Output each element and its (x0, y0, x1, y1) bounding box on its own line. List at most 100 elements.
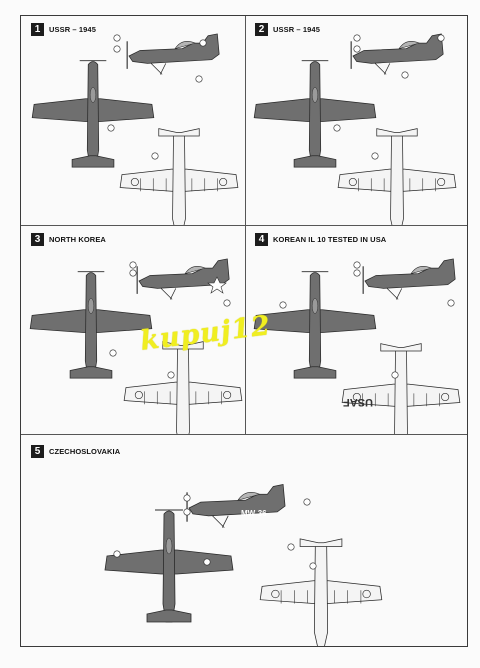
canopy-side (174, 41, 197, 50)
canopy-side (410, 266, 433, 275)
callout-marker (287, 543, 295, 551)
aircraft-side-view (126, 33, 220, 75)
canopy-side (237, 492, 261, 501)
panel-5-title: CZECHOSLOVAKIA (49, 447, 121, 456)
callout-marker (113, 550, 121, 558)
canopy-top (89, 87, 97, 103)
tailplane-bottom (158, 128, 200, 137)
panel-4-header: 4 KOREAN IL 10 TESTED IN USA (255, 233, 386, 246)
callout-marker (437, 34, 445, 42)
fuselage-top (84, 272, 98, 379)
aircraft-top-view (253, 60, 377, 168)
tailplane-top (293, 155, 337, 168)
usaf-marking: USAF (343, 396, 373, 408)
aircraft-top-view (31, 60, 155, 168)
wing-marking-left (271, 589, 280, 599)
canopy-top (311, 87, 319, 103)
aircraft-bottom-view (337, 128, 457, 225)
canopy-top (165, 537, 173, 555)
fuselage-side (364, 258, 456, 289)
tailplane-top (69, 366, 113, 379)
tailplane-bottom (380, 343, 422, 352)
aircraft-bottom-view (259, 538, 383, 646)
wing-marking-left (130, 177, 139, 187)
callout-marker (371, 152, 379, 160)
tailplane-top (71, 155, 115, 168)
callout-marker (223, 299, 231, 307)
wing-marking-right (362, 589, 371, 599)
landing-gear (374, 63, 391, 75)
wing-marking-left (134, 390, 143, 400)
callout-marker (333, 124, 341, 132)
callout-marker (183, 508, 191, 516)
canopy-side (398, 41, 421, 50)
tailplane-top (146, 609, 192, 623)
landing-gear (212, 515, 229, 528)
canopy-side (184, 266, 207, 275)
instruction-sheet: 1 USSR – 1945 2 USSR – 1945 3 NORTH KORE… (20, 15, 468, 647)
panel-3-title: NORTH KOREA (49, 235, 106, 244)
callout-marker (113, 34, 121, 42)
callout-marker (309, 562, 317, 570)
callout-marker (109, 349, 117, 357)
tailplane-top (293, 366, 337, 379)
fuselage-top (162, 510, 176, 623)
callout-marker (129, 269, 137, 277)
aircraft-bottom-view (119, 128, 239, 225)
panel-divider-row-2 (21, 434, 467, 435)
fuselage-bottom (313, 543, 329, 646)
panel-2-number: 2 (255, 23, 268, 36)
panel-1-number: 1 (31, 23, 44, 36)
wing-marking-right (219, 177, 228, 187)
callout-marker (353, 45, 361, 53)
panel-4-title: KOREAN IL 10 TESTED IN USA (273, 235, 387, 244)
czech-code-marking: MW-36 (241, 509, 267, 518)
panel-5-number: 5 (31, 445, 44, 458)
callout-marker (113, 45, 121, 53)
callout-marker (279, 301, 287, 309)
callout-marker (151, 152, 159, 160)
wing-marking-right (437, 177, 446, 187)
fuselage-side (138, 258, 230, 289)
fuselage-top (308, 272, 322, 379)
callout-marker (129, 261, 137, 269)
callout-marker (203, 558, 211, 566)
roundel-star (207, 276, 227, 294)
panel-2-title: USSR – 1945 (273, 25, 320, 34)
panel-3-header: 3 NORTH KOREA (31, 233, 106, 246)
aircraft-side-view (350, 33, 444, 75)
panel-3-artwork (29, 258, 243, 434)
callout-marker (353, 34, 361, 42)
wing-marking-right (223, 390, 232, 400)
panel-2-artwork (253, 33, 457, 225)
fuselage-top (308, 61, 322, 168)
panel-5-header: 5 CZECHOSLOVAKIA (31, 445, 120, 458)
panel-1-title: USSR – 1945 (49, 25, 96, 34)
aircraft-side-view (186, 484, 286, 528)
aircraft-side-view (136, 258, 230, 300)
callout-marker (167, 371, 175, 379)
aircraft-bottom-view (341, 343, 461, 434)
fuselage-side (188, 484, 286, 517)
panel-4-artwork: USAF (253, 258, 461, 434)
panel-4-number: 4 (255, 233, 268, 246)
panel-5-artwork: MW-36 (104, 484, 383, 646)
callout-marker (401, 71, 409, 79)
tailplane-bottom (299, 538, 343, 547)
fuselage-bottom (176, 345, 190, 434)
callout-marker (183, 494, 191, 502)
landing-gear (150, 63, 167, 75)
callout-marker (199, 39, 207, 47)
fuselage-bottom (172, 132, 186, 225)
callout-marker (107, 124, 115, 132)
callout-marker (195, 75, 203, 83)
aircraft-bottom-view (123, 341, 243, 434)
panel-1-header: 1 USSR – 1945 (31, 23, 96, 36)
wing-marking-right (441, 392, 450, 402)
callout-marker (353, 261, 361, 269)
landing-gear (160, 288, 177, 300)
landing-gear (386, 288, 403, 300)
aircraft-top-view (29, 271, 153, 379)
fuselage-side (352, 33, 444, 64)
fuselage-side (128, 33, 220, 64)
